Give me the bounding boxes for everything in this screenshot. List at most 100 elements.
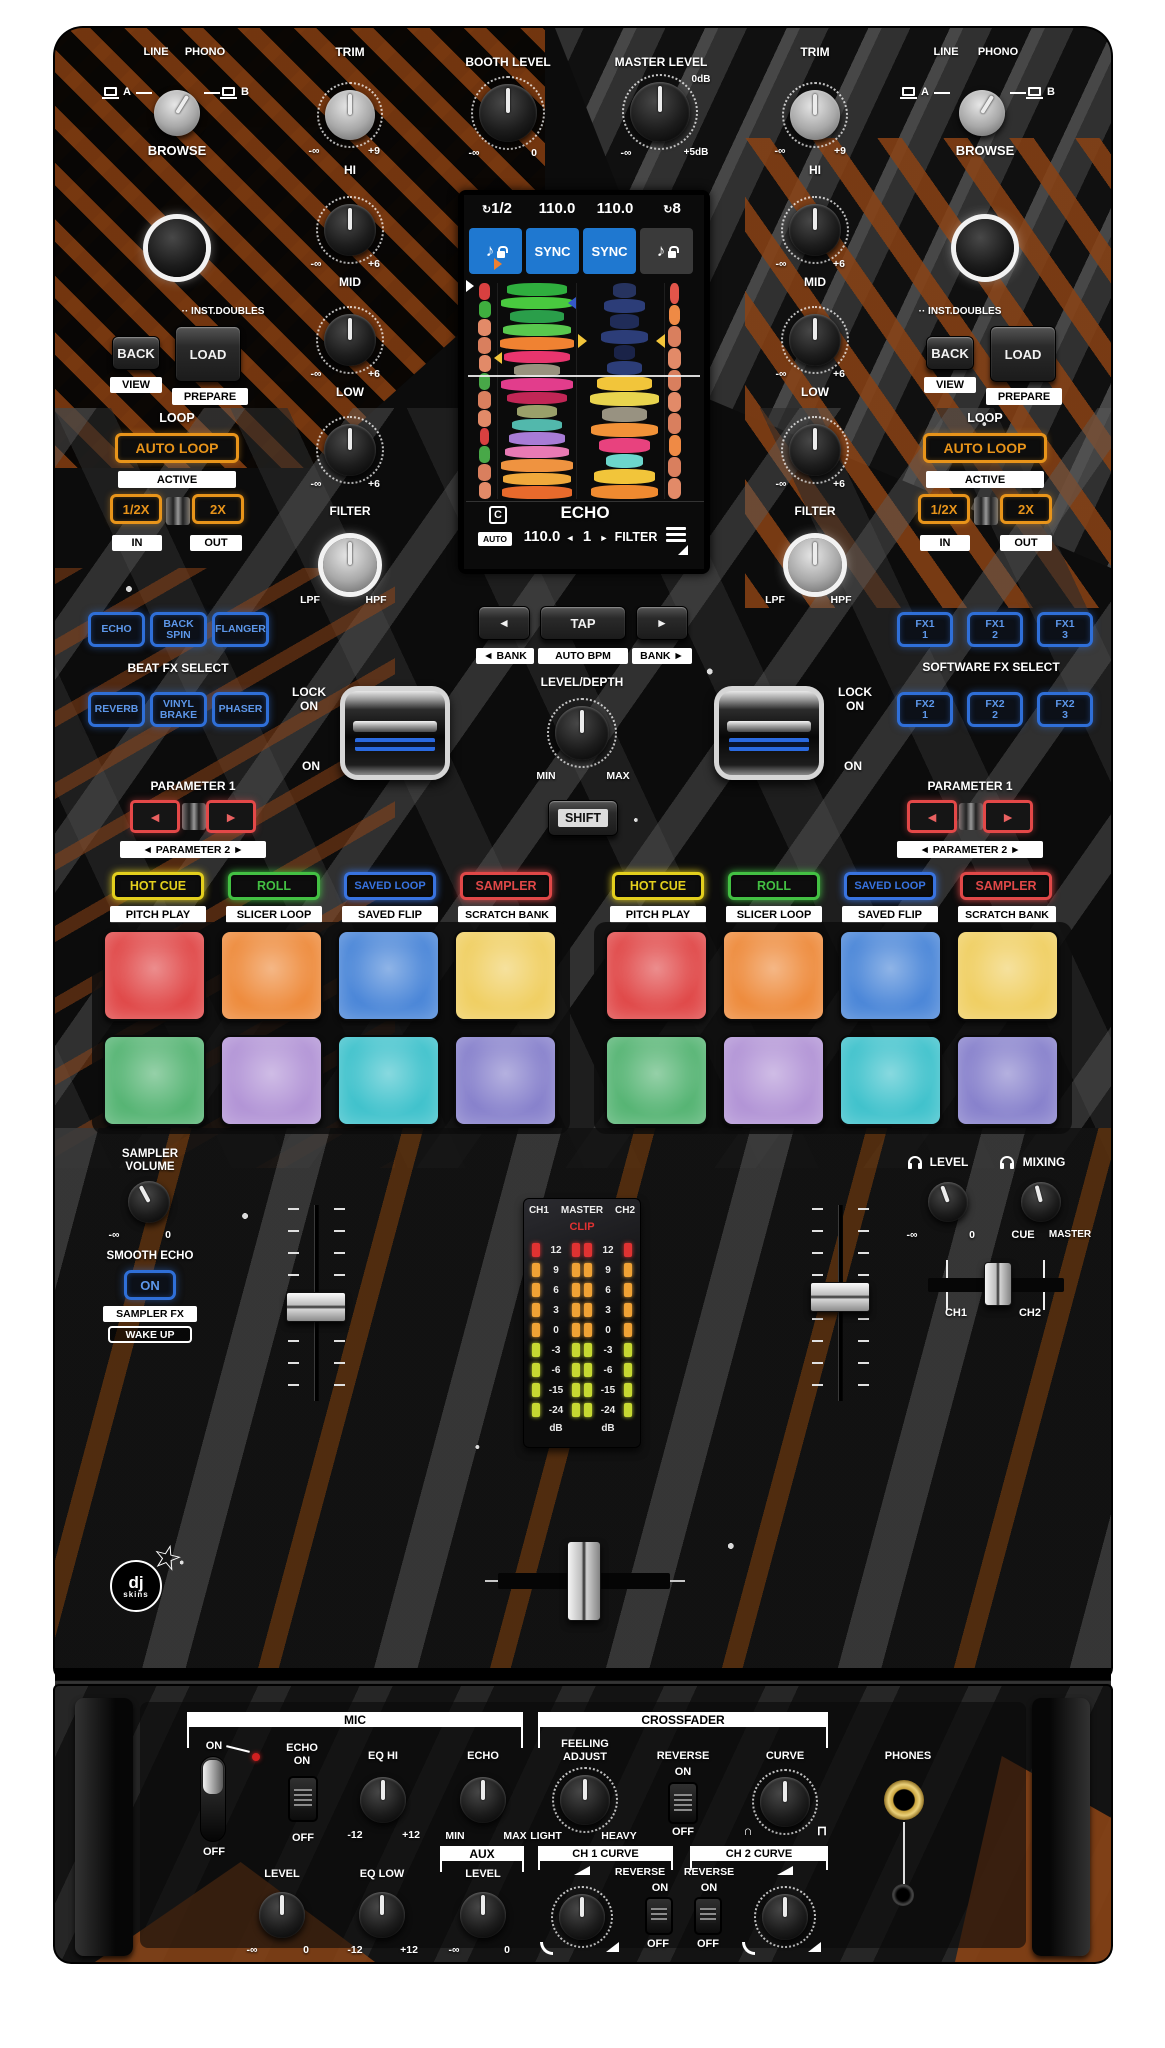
deck-b-param-left-button[interactable]: ◄ xyxy=(907,800,957,833)
performance-pad[interactable] xyxy=(605,930,708,1021)
deck-b-input-selector-knob[interactable] xyxy=(959,90,1005,136)
fx-flanger-button[interactable]: FLANGER xyxy=(212,612,269,647)
feeling-adjust-knob[interactable] xyxy=(552,1767,618,1833)
booth-level-knob[interactable] xyxy=(471,76,545,150)
performance-pad[interactable] xyxy=(103,1035,206,1126)
mic-echo-knob[interactable] xyxy=(460,1777,506,1823)
ch2-curve-knob[interactable] xyxy=(754,1886,816,1948)
performance-pad[interactable] xyxy=(337,930,440,1021)
mic-level-knob[interactable] xyxy=(259,1892,305,1938)
deck-a-sync-button[interactable]: SYNC xyxy=(526,228,579,274)
smooth-echo-on-button[interactable]: ON xyxy=(124,1270,176,1300)
sampler-volume-knob[interactable] xyxy=(128,1181,170,1223)
deck-a-browse-knob[interactable] xyxy=(148,219,206,277)
deck-b-fx-paddle[interactable] xyxy=(714,686,824,780)
deck-a-saved-loop-mode-button[interactable]: SAVED LOOP xyxy=(344,872,436,900)
deck-a-low-knob[interactable] xyxy=(316,416,384,484)
crossfader-cap[interactable] xyxy=(567,1541,601,1621)
deck-a-double-loop-button[interactable]: 2X xyxy=(192,494,244,524)
level-depth-knob[interactable] xyxy=(547,698,617,768)
fx-reverb-button[interactable]: REVERB xyxy=(88,692,145,727)
display-beats-left-arrow[interactable]: ◄ xyxy=(565,533,575,543)
deck-a-hot-cue-mode-button[interactable]: HOT CUE xyxy=(112,872,204,900)
performance-pad[interactable] xyxy=(722,930,825,1021)
deck-b-keylock-button[interactable]: ♪ xyxy=(640,228,693,274)
shift-button[interactable]: SHIFT xyxy=(548,800,618,836)
cue-fader-cap[interactable] xyxy=(984,1262,1012,1306)
xf-reverse-switch[interactable] xyxy=(668,1782,698,1824)
performance-pad[interactable] xyxy=(956,1035,1059,1126)
deck-b-param-right-button[interactable]: ► xyxy=(983,800,1033,833)
fx-vinylbrake-button[interactable]: VINYL BRAKE xyxy=(150,692,207,727)
performance-pad[interactable] xyxy=(220,930,323,1021)
deck-b-roll-mode-button[interactable]: ROLL xyxy=(728,872,820,900)
xf-curve-knob[interactable] xyxy=(752,1769,818,1835)
performance-pad[interactable] xyxy=(722,1035,825,1126)
deck-a-load-button[interactable]: LOAD xyxy=(175,326,241,382)
performance-pad[interactable] xyxy=(839,1035,942,1126)
mic-eq-hi-knob[interactable] xyxy=(360,1777,406,1823)
performance-pad[interactable] xyxy=(956,930,1059,1021)
performance-pad[interactable] xyxy=(103,930,206,1021)
deck-b-auto-loop-button[interactable]: AUTO LOOP xyxy=(923,433,1047,463)
performance-pad[interactable] xyxy=(454,930,557,1021)
deck-b-browse-knob[interactable] xyxy=(956,219,1014,277)
fx-backspin-button[interactable]: BACK SPIN xyxy=(150,612,207,647)
deck-b-sampler-mode-button[interactable]: SAMPLER xyxy=(960,872,1052,900)
deck-b-double-loop-button[interactable]: 2X xyxy=(1000,494,1052,524)
deck-b-low-knob[interactable] xyxy=(781,416,849,484)
ch2-reverse-switch[interactable] xyxy=(694,1897,722,1935)
performance-pad[interactable] xyxy=(337,1035,440,1126)
deck-a-input-selector-knob[interactable] xyxy=(154,90,200,136)
aux-level-knob[interactable] xyxy=(460,1892,506,1938)
master-level-knob[interactable] xyxy=(622,74,698,150)
mic-echo-switch[interactable] xyxy=(288,1776,318,1822)
tap-button[interactable]: TAP xyxy=(540,606,626,640)
ch2-fader-cap[interactable] xyxy=(810,1282,870,1312)
deck-b-filter-knob[interactable] xyxy=(788,538,842,592)
deck-b-half-loop-button[interactable]: 1/2X xyxy=(918,494,970,524)
fx-echo-button[interactable]: ECHO xyxy=(88,612,145,647)
display-beats-right-arrow[interactable]: ► xyxy=(599,533,609,543)
performance-pad[interactable] xyxy=(839,930,942,1021)
deck-a-filter-knob[interactable] xyxy=(323,538,377,592)
deck-b-saved-loop-mode-button[interactable]: SAVED LOOP xyxy=(844,872,936,900)
deck-b-sync-button[interactable]: SYNC xyxy=(583,228,636,274)
deck-a-fx-paddle[interactable] xyxy=(340,686,450,780)
deck-a-param-left-button[interactable]: ◄ xyxy=(130,800,180,833)
deck-a-hi-knob[interactable] xyxy=(316,196,384,264)
ch1-reverse-switch[interactable] xyxy=(645,1897,673,1935)
ch1-fader-cap[interactable] xyxy=(286,1292,346,1322)
deck-b-load-button[interactable]: LOAD xyxy=(990,326,1056,382)
deck-a-param-right-button[interactable]: ► xyxy=(206,800,256,833)
mic-on-off-toggle[interactable] xyxy=(200,1756,226,1842)
phones-level-knob[interactable] xyxy=(928,1182,968,1222)
performance-pad[interactable] xyxy=(454,1035,557,1126)
ch1-curve-knob[interactable] xyxy=(551,1886,613,1948)
performance-pad[interactable] xyxy=(605,1035,708,1126)
deck-a-auto-loop-button[interactable]: AUTO LOOP xyxy=(115,433,239,463)
deck-a-trim-knob[interactable] xyxy=(317,82,383,148)
deck-b-mid-knob[interactable] xyxy=(781,306,849,374)
deck-a-sampler-mode-button[interactable]: SAMPLER xyxy=(460,872,552,900)
fx-bank-right-button[interactable]: ► xyxy=(636,606,688,640)
deck-a-back-button[interactable]: BACK xyxy=(112,336,160,370)
display-menu-icon[interactable] xyxy=(666,527,686,545)
deck-b-trim-knob[interactable] xyxy=(782,82,848,148)
deck-b-hi-knob[interactable] xyxy=(781,196,849,264)
phones-mixing-knob[interactable] xyxy=(1021,1182,1061,1222)
deck-b-hot-cue-mode-button[interactable]: HOT CUE xyxy=(612,872,704,900)
mic-eq-low-knob[interactable] xyxy=(359,1892,405,1938)
fx-phaser-button[interactable]: PHASER xyxy=(212,692,269,727)
performance-pad[interactable] xyxy=(220,1035,323,1126)
deck-a-half-loop-button[interactable]: 1/2X xyxy=(110,494,162,524)
deck-a-roll-mode-button[interactable]: ROLL xyxy=(228,872,320,900)
fx-bank-left-button[interactable]: ◄ xyxy=(478,606,530,640)
deck-a-mid-knob[interactable] xyxy=(316,306,384,374)
